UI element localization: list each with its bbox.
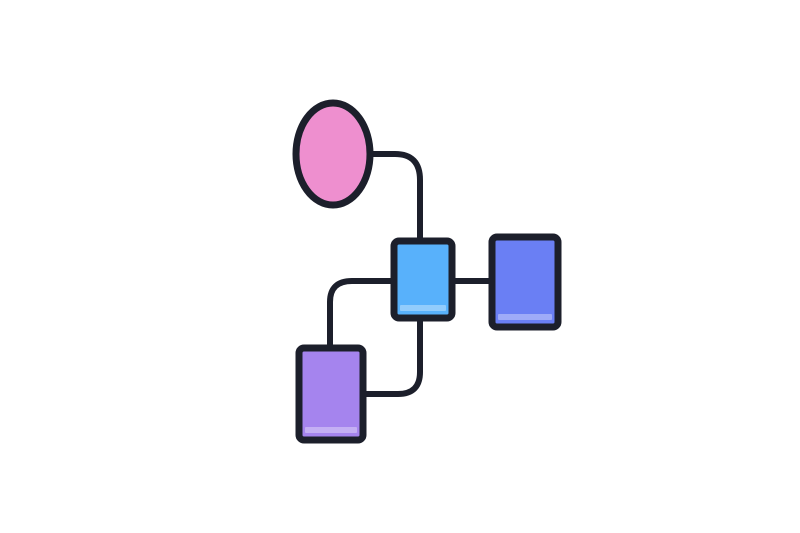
bottom-left-node-box bbox=[295, 344, 367, 444]
start-node-ellipse bbox=[292, 99, 374, 209]
center-node-box bbox=[390, 237, 456, 322]
right-node-box bbox=[488, 233, 562, 331]
center-node bbox=[390, 237, 456, 322]
connector-start-to-center bbox=[367, 151, 423, 245]
bottom-left-node-highlight bbox=[305, 427, 357, 433]
right-node bbox=[488, 233, 562, 331]
right-node-highlight bbox=[498, 314, 552, 320]
bottom-left-node bbox=[295, 344, 367, 444]
connector-center-to-bottom-left-lower bbox=[360, 315, 423, 397]
center-node-highlight bbox=[400, 305, 446, 311]
connector-center-to-bottom-left bbox=[327, 278, 397, 351]
